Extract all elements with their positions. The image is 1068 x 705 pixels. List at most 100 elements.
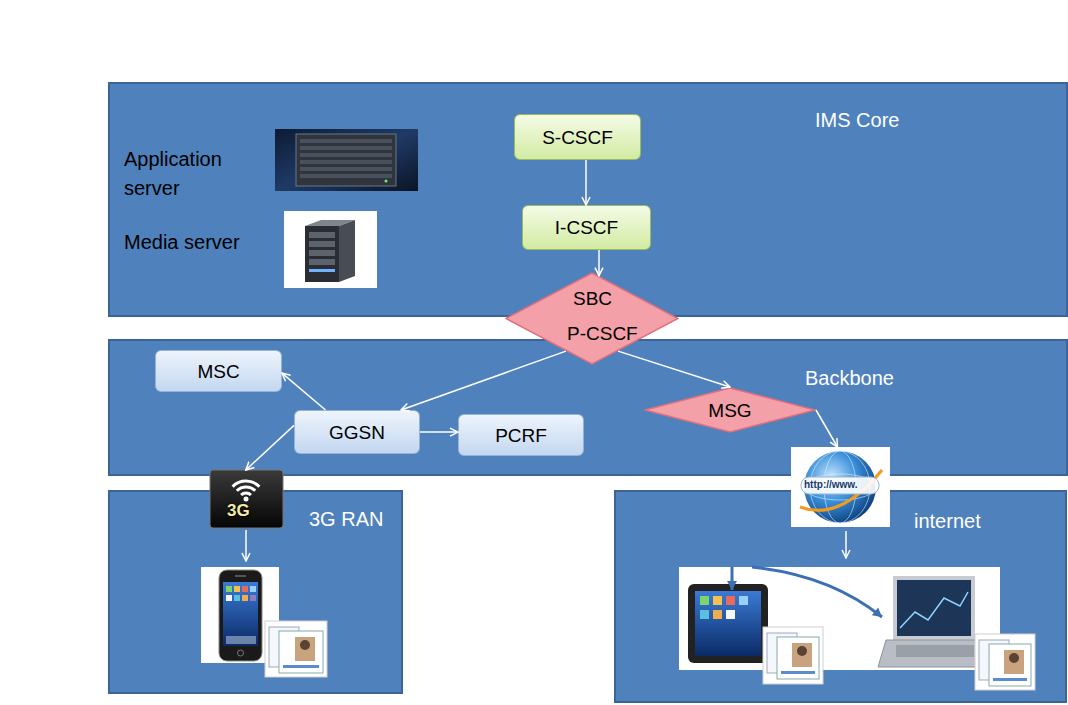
rack-server	[275, 129, 418, 191]
wifi-arc	[237, 487, 255, 491]
rack-chassis	[296, 134, 396, 186]
laptop-lid	[893, 576, 975, 640]
tower-bay	[309, 259, 335, 265]
app-icon	[726, 610, 735, 619]
thumbnail-photo	[1004, 650, 1024, 674]
app-icon	[700, 610, 709, 619]
devices-bg	[679, 567, 1000, 670]
connector-arrow	[246, 425, 294, 470]
app-icon	[242, 595, 248, 601]
decision-diamond: MSG	[644, 387, 816, 433]
node-label: 3G	[227, 501, 250, 521]
phone-screen	[223, 582, 258, 646]
connector-arrow	[585, 160, 587, 205]
profile-thumbnail	[975, 634, 1035, 690]
rack-server-bg	[275, 129, 418, 191]
band-title: internet	[914, 509, 981, 533]
thumbnail-line	[283, 665, 319, 668]
connector-arrow	[816, 410, 838, 447]
band-title: IMS Core	[815, 108, 899, 132]
wifi-dot	[244, 497, 249, 502]
wifi-arc	[233, 481, 260, 487]
app-icon	[226, 595, 232, 601]
leader-arrow	[845, 531, 847, 558]
thumbnail-line	[781, 671, 815, 674]
phone-body	[219, 570, 262, 661]
app-icon	[250, 595, 256, 601]
node-label: MSG	[708, 399, 751, 422]
tablet-body	[688, 584, 768, 663]
process-box: GGSN	[294, 410, 420, 454]
app-icon	[726, 596, 735, 605]
node-label: http://www.	[804, 478, 858, 492]
profile-thumbnail	[763, 627, 823, 684]
tower-bay	[309, 250, 335, 256]
thumbnail-card	[279, 631, 323, 673]
node-label: PCRF	[495, 424, 547, 447]
wifi-arc	[241, 493, 251, 495]
node-label: S-CSCF	[542, 126, 613, 149]
text-label: Application server	[124, 145, 244, 203]
devices-panel	[679, 567, 1000, 670]
connector-arrow	[282, 373, 326, 410]
process-box: I-CSCF	[522, 205, 651, 250]
phone-home-button	[238, 650, 244, 656]
tower-light	[309, 269, 335, 272]
thumbnail-photo	[295, 637, 315, 661]
diamond-outline	[505, 272, 679, 365]
node-label: P-CSCF	[567, 322, 638, 345]
connector-arrow	[618, 351, 730, 387]
thumbnail-head	[1009, 653, 1019, 663]
diamond-shape	[645, 388, 815, 432]
connector-arrow	[420, 431, 458, 433]
rack-led	[385, 180, 388, 183]
rack-bay	[300, 139, 392, 143]
icon-tile	[210, 470, 283, 528]
thumbnail-bg	[975, 634, 1035, 690]
app-icon	[739, 596, 748, 605]
text-label: Media server	[124, 228, 294, 257]
tower-server-bg	[284, 211, 377, 288]
globe-icon	[791, 447, 890, 527]
thumbnail-photo	[792, 643, 812, 667]
band-title: Backbone	[805, 366, 894, 390]
thumbnail-head	[797, 646, 807, 656]
laptop-chart	[900, 592, 968, 628]
connector-arrow	[598, 250, 600, 276]
tower-side	[339, 220, 355, 282]
thumbnail-bg	[763, 627, 823, 684]
process-box: PCRF	[458, 414, 584, 456]
process-box: MSC	[155, 350, 282, 392]
node-label: MSC	[197, 360, 239, 383]
node-label: GGSN	[329, 421, 385, 444]
laptop-screen	[897, 580, 971, 636]
decision-diamond: SBC P-CSCF	[505, 272, 679, 365]
flow-arrow	[731, 567, 734, 590]
rack-bay	[300, 160, 392, 164]
rack-bay	[300, 167, 392, 171]
connector-arrow	[401, 351, 566, 410]
thumbnail-card	[989, 644, 1031, 686]
thumbnail-head	[300, 640, 310, 650]
globe-swoosh	[800, 470, 882, 510]
node-label: SBC	[573, 287, 612, 310]
tower-server	[284, 211, 377, 288]
thumbnail-bg	[265, 621, 327, 677]
tower-front	[305, 226, 339, 282]
network-icon: http://www.	[791, 447, 890, 527]
app-icon	[713, 610, 722, 619]
tablet-screen	[695, 591, 761, 656]
leader-arrow	[245, 530, 247, 561]
band-title: 3G RAN	[309, 507, 383, 531]
network-icon: 3G	[210, 470, 283, 528]
rack-bay	[300, 153, 392, 157]
wireless-3g-icon	[210, 470, 283, 528]
phone-dock	[226, 636, 256, 644]
tower-bay	[309, 241, 335, 247]
app-icon	[713, 596, 722, 605]
node-label: I-CSCF	[555, 216, 618, 239]
url-band	[801, 477, 879, 494]
globe-bg	[791, 447, 890, 527]
